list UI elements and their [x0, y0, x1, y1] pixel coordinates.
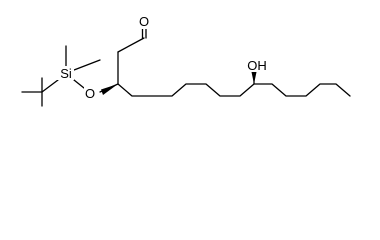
ether-o-bg	[84, 86, 96, 100]
silicon-label: Si	[60, 66, 72, 81]
stereo-wedge-carbinol	[251, 72, 257, 84]
stereo-wedge-c3	[101, 84, 118, 95]
bond-si-methyl-right	[73, 59, 101, 71]
silicon-bg	[56, 66, 74, 80]
main-chain	[117, 83, 351, 97]
bond-si-tbu	[41, 79, 59, 93]
ether-oxygen-label: O	[85, 86, 95, 101]
hydroxyl-bg	[246, 58, 268, 73]
aldehyde-o-bg	[138, 14, 150, 29]
bond-c1-c2	[117, 37, 145, 53]
structure-canvas: O O Si OH	[21, 14, 351, 107]
hydroxyl-label: OH	[247, 58, 267, 73]
skeleton-bonds	[21, 23, 351, 107]
bond-o-si	[73, 79, 85, 89]
aldehyde-oxygen-label: O	[139, 14, 149, 29]
molecule-drawing: O O Si OH	[21, 14, 351, 107]
